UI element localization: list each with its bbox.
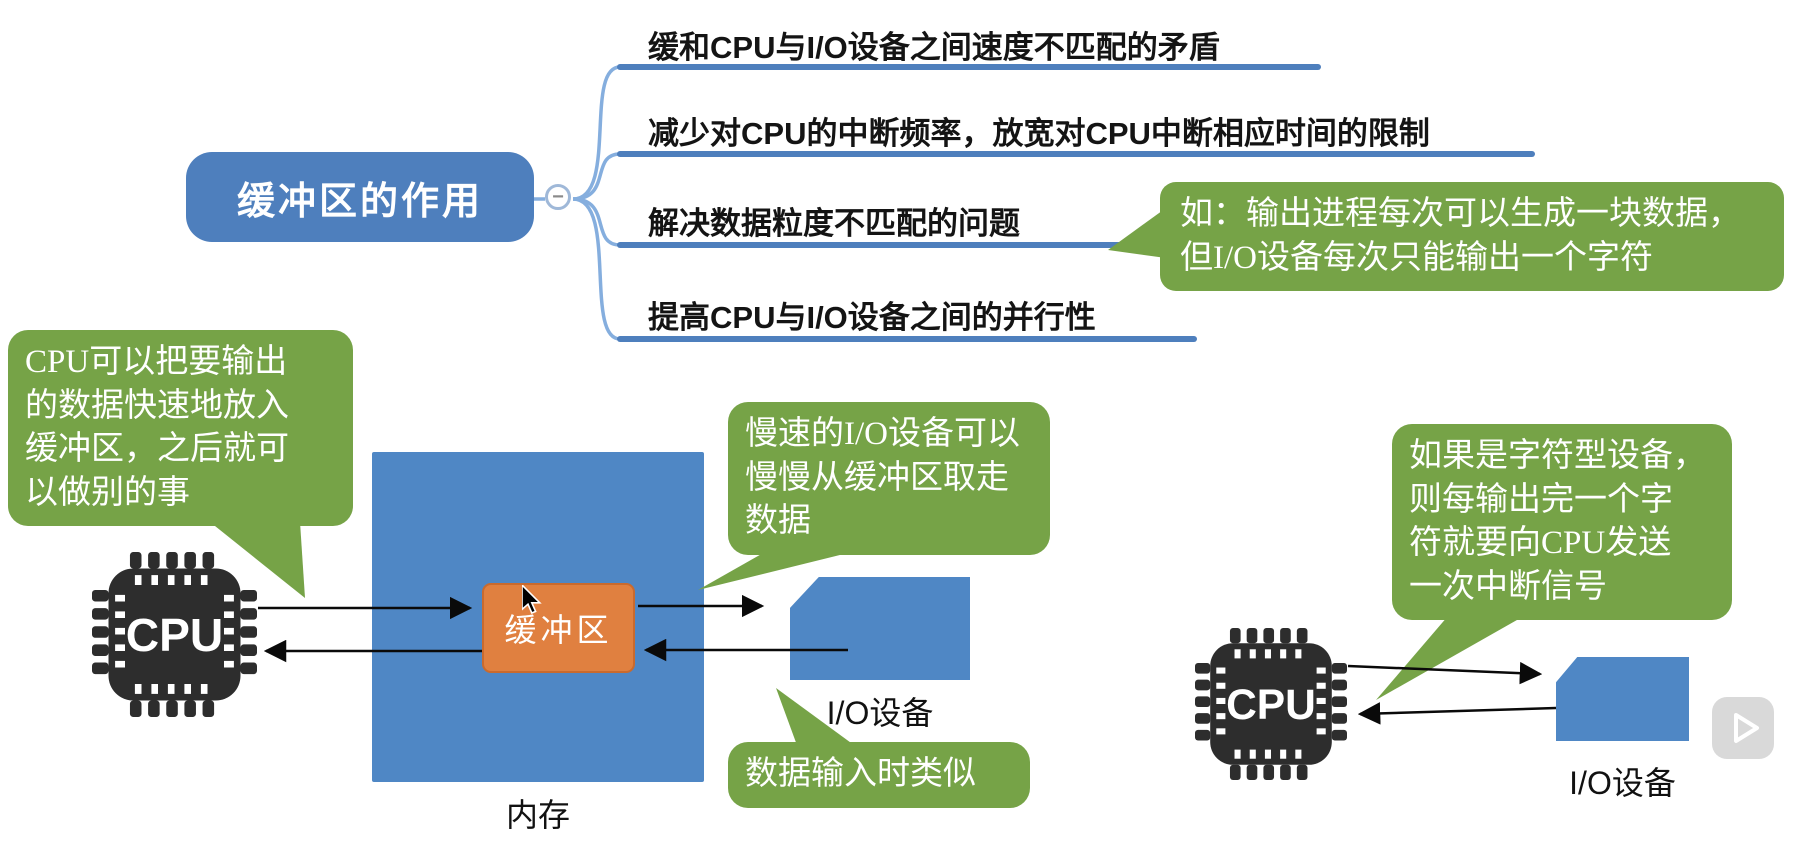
mindmap-root-label: 缓冲区的作用 <box>236 180 483 223</box>
slow-io-bubble: 慢速的I/O设备可以 慢慢从缓冲区取走 数据 <box>728 402 1050 555</box>
cpu-chip-icon: CPU <box>92 552 257 717</box>
callout-tail <box>1108 208 1166 258</box>
granularity-example-callout: 如：输出进程每次可以生成一块数据， 但I/O设备每次只能输出一个字符 <box>1160 182 1784 292</box>
chip-pads <box>1216 649 1326 759</box>
minus-glyph: − <box>552 186 564 208</box>
play-icon <box>1734 713 1759 743</box>
collapse-icon[interactable]: − <box>545 184 571 210</box>
buffer-box: 缓冲区 <box>482 583 635 673</box>
input-similar-bubble: 数据输入时类似 <box>728 742 1030 808</box>
branch-label-1: 缓和CPU与I/O设备之间速度不匹配的矛盾 <box>648 30 1220 65</box>
branch-label-2: 减少对CPU的中断频率，放宽对CPU中断相应时间的限制 <box>648 116 1430 151</box>
chip-pads <box>115 575 234 694</box>
arrow-io-to-cpu-right <box>1357 702 1557 725</box>
arrow-cpu-to-io-right <box>1347 661 1543 685</box>
char-device-bubble: 如果是字符型设备， 则每输出完一个字 符就要向CPU发送 一次中断信号 <box>1392 424 1732 621</box>
chip-body <box>108 568 241 701</box>
io-device-label-right: I/O设备 <box>1569 765 1676 801</box>
io-device-shape <box>790 577 970 680</box>
cpu-chip-label-right: CPU <box>1226 681 1316 729</box>
memory-label: 内存 <box>505 797 570 833</box>
mindmap-edge-3 <box>572 197 621 247</box>
play-button-watermark[interactable] <box>1712 697 1774 759</box>
cpu-output-bubble: CPU可以把要输出 的数据快速地放入 缓冲区，之后就可 以做别的事 <box>8 330 353 527</box>
branch-label-4: 提高CPU与I/O设备之间的并行性 <box>648 300 1096 335</box>
mouse-cursor <box>522 585 542 615</box>
mindmap-edge-4 <box>572 197 621 341</box>
io-device-label: I/O设备 <box>826 695 934 731</box>
cpu-chip-label: CPU <box>126 609 224 661</box>
char-bubble-tail <box>1376 616 1524 700</box>
chip-pins <box>1195 628 1347 780</box>
buffer-label: 缓冲区 <box>504 612 613 648</box>
chip-body <box>1210 643 1332 765</box>
mindmap-edge-1 <box>572 65 621 201</box>
io-device-shape-right <box>1556 657 1689 741</box>
cpu-chip-icon-right: CPU <box>1195 628 1347 780</box>
mindmap-root-node: 缓冲区的作用 <box>186 152 534 242</box>
mindmap-edge-2 <box>572 152 621 201</box>
branch-label-3: 解决数据粒度不匹配的问题 <box>648 206 1020 241</box>
